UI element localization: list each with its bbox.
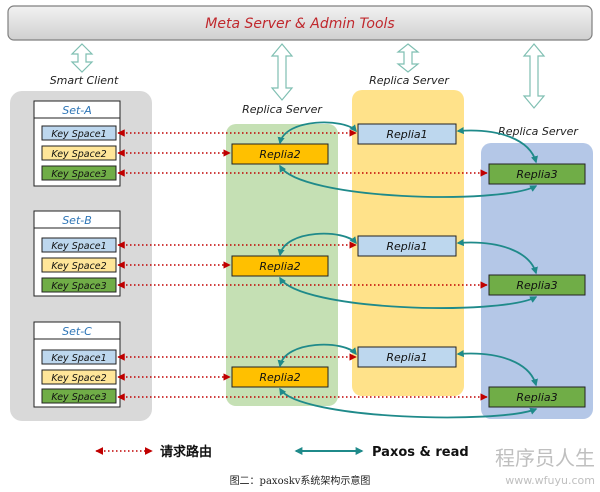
- key-space2-label: Key Space2: [51, 149, 106, 160]
- replia1-box: [357, 123, 457, 145]
- key-space3-label: Key Space3: [51, 281, 106, 292]
- paxos-arrow: [279, 164, 538, 198]
- replia1-box: [357, 346, 457, 368]
- replia1-label: Replia1: [386, 128, 427, 141]
- key-space2-box: [41, 369, 117, 385]
- replica2-label: Replia2: [259, 260, 300, 273]
- key-space3-box: [41, 277, 117, 293]
- key-space3-box: [41, 388, 117, 404]
- meta-server-title: Meta Server & Admin Tools: [205, 16, 394, 32]
- replica3-label: Replia3: [516, 391, 557, 404]
- paxos-arrow: [456, 127, 538, 164]
- key-space3-label: Key Space3: [51, 169, 106, 180]
- legend-paxos-label: Paxos & read: [372, 445, 469, 460]
- figure-caption: 图二：paxoskv系统架构示意图: [229, 476, 371, 487]
- replica3-label: Replia3: [516, 279, 557, 292]
- paxos-arrows: [277, 121, 538, 419]
- key-space2-label: Key Space2: [51, 373, 106, 384]
- paxos-arrow: [279, 276, 538, 309]
- replia1-box: [357, 235, 457, 257]
- key-space3-label: Key Space3: [51, 392, 106, 403]
- watermark-line2: www.wfuyu.com: [505, 474, 595, 487]
- key-space2-box: [41, 257, 117, 273]
- double-arrow-client: [70, 43, 94, 73]
- paxos-arrow: [277, 121, 357, 145]
- watermark: 程序员人生 www.wfuyu.com: [495, 446, 595, 487]
- smart-client-label: Smart Client: [50, 74, 119, 87]
- legend: 请求路由 Paxos & read: [95, 444, 469, 460]
- key-space1-label: Key Space1: [51, 353, 106, 364]
- replica-server-left-label: Replica Server: [242, 103, 323, 116]
- key-space3-box: [41, 165, 117, 181]
- double-arrow-replica-left: [270, 43, 294, 101]
- replica-server-right-label: Replica Server: [498, 125, 579, 138]
- key-space1-label: Key Space1: [51, 241, 106, 252]
- paxos-arrow: [277, 232, 357, 257]
- set-title: Set-B: [62, 214, 92, 227]
- meta-server-bar: [7, 5, 593, 41]
- replia1-label: Replia1: [386, 351, 427, 364]
- key-space1-label: Key Space1: [51, 129, 106, 140]
- key-space1-box: [41, 237, 117, 253]
- paxos-arrow: [456, 350, 538, 387]
- watermark-line1: 程序员人生: [495, 446, 595, 470]
- key-space1-box: [41, 125, 117, 141]
- meta-double-arrows: [70, 43, 546, 109]
- replia1-label: Replia1: [386, 240, 427, 253]
- legend-routing-label: 请求路由: [160, 444, 212, 460]
- set-b: Set-B Key Space1 Key Space2 Key Space3: [33, 210, 121, 297]
- set-title: Set-A: [62, 104, 92, 117]
- set-a: Set-A Key Space1 Key Space2 Key Space3: [33, 100, 121, 187]
- double-arrow-replica-middle: [396, 43, 420, 73]
- replica2-label: Replia2: [259, 148, 300, 161]
- replica3-label: Replia3: [516, 168, 557, 181]
- double-arrow-replica-right: [522, 43, 546, 109]
- paxos-arrow: [277, 343, 357, 368]
- replica-server-middle-label: Replica Server: [369, 74, 450, 87]
- replica2-label: Replia2: [259, 371, 300, 384]
- set-title: Set-C: [62, 325, 92, 338]
- key-space1-box: [41, 349, 117, 365]
- set-c: Set-C Key Space1 Key Space2 Key Space3: [33, 321, 121, 408]
- paxos-arrow: [279, 387, 538, 419]
- key-space2-label: Key Space2: [51, 261, 106, 272]
- key-space2-box: [41, 145, 117, 161]
- paxos-arrow: [456, 239, 538, 275]
